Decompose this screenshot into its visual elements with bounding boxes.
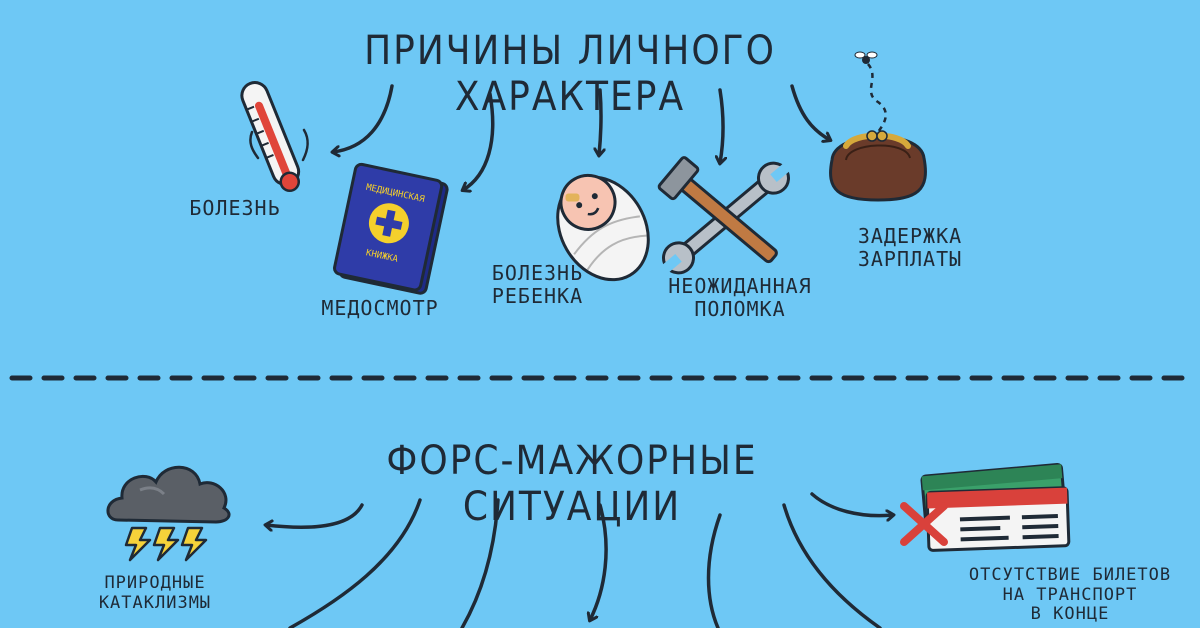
label-natural-disasters: ПРИРОДНЫЕ КАТАКЛИЗМЫ (98, 573, 212, 613)
arrow-to-tickets (810, 492, 893, 516)
tickets-icon (900, 463, 1071, 552)
lightning-icon (124, 526, 152, 562)
label-no-tickets: ОТСУТСТВИЕ БИЛЕТОВ НА ТРАНСПОРТ В КОНЦЕ (968, 565, 1172, 625)
purse-icon (829, 130, 927, 202)
arrow-to-illness (333, 84, 394, 152)
top-arrows (333, 84, 830, 190)
cross-mark-icon (900, 502, 948, 546)
medical-book-icon: МЕДИЦИНСКАЯ КНИЖКА (333, 162, 449, 295)
storm-cloud-icon (106, 465, 231, 524)
arrow-to-salary (790, 84, 830, 140)
bottom-section-title: ФОРС-МАЖОРНЫЕ СИТУАЦИИ (386, 438, 758, 530)
label-medical-checkup: МЕДОСМОТР (321, 296, 439, 320)
lightning-icon (180, 526, 208, 562)
label-child-illness: БОЛЕЗНЬ РЕБЕНКА (491, 261, 584, 308)
arrow-to-breakdown (720, 88, 723, 163)
arrow-offscreen-3 (590, 503, 608, 620)
lightning-icons (124, 526, 208, 562)
arrow-offscreen-5 (782, 503, 882, 628)
thermometer-icon (240, 81, 301, 193)
thermometer-wiggle-marks (249, 128, 309, 162)
arrow-offscreen-2 (460, 498, 500, 628)
arrow-to-disasters (266, 503, 364, 527)
hammer-icon (657, 156, 778, 264)
tools-icon (657, 156, 793, 275)
label-illness: БОЛЕЗНЬ (189, 196, 281, 220)
arrow-to-checkup (463, 92, 495, 190)
lightning-icon (152, 526, 180, 562)
arrow-offscreen-1 (288, 498, 422, 628)
label-salary-delay: ЗАДЕРЖКА ЗАРПЛАТЫ (857, 224, 963, 271)
top-section-title: ПРИЧИНЫ ЛИЧНОГО ХАРАКТЕРА (364, 28, 776, 120)
label-unexpected-breakdown: НЕОЖИДАННАЯ ПОЛОМКА (668, 274, 812, 321)
arrow-offscreen-4 (706, 513, 722, 628)
arrow-to-child-illness (599, 88, 601, 155)
baby-icon (556, 173, 650, 282)
fly-icon (854, 51, 887, 133)
bottom-arrows (266, 492, 893, 628)
